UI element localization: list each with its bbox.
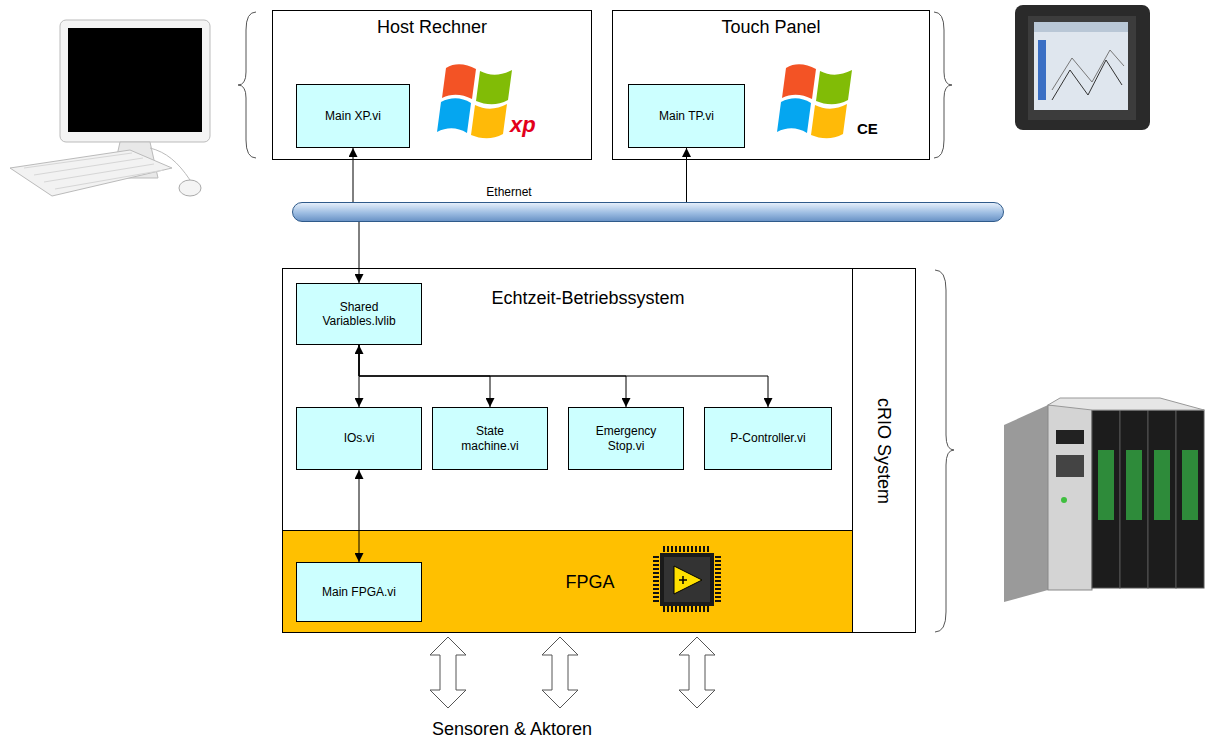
caption-label: Sensoren & Aktoren xyxy=(432,719,592,740)
heading-label: Ethernet xyxy=(486,185,531,199)
connector-arrow xyxy=(359,345,490,407)
computer-illustration xyxy=(10,20,210,196)
connector-arrow xyxy=(353,148,354,202)
connector-arrow xyxy=(359,345,360,407)
windows-xp-logo xyxy=(437,64,512,138)
process-box: State machine.vi xyxy=(432,407,548,470)
heading-label: FPGA xyxy=(565,572,614,593)
box-label: Shared Variables.lvlib xyxy=(311,300,407,329)
network-bus: Ethernet xyxy=(292,202,1004,222)
crio-hardware-illustration xyxy=(1004,398,1204,602)
windows-ce-logo xyxy=(777,64,852,138)
heading-label: Host Rechner xyxy=(273,17,591,38)
box-label: Main FPGA.vi xyxy=(322,585,396,599)
group-box: Host RechnerMain XP.vi xyxy=(272,10,592,160)
brace xyxy=(934,12,952,158)
fpga-fill xyxy=(283,530,852,632)
io-double-arrow xyxy=(679,637,715,708)
divider-line xyxy=(852,268,853,633)
process-box: Shared Variables.lvlib xyxy=(296,283,422,345)
connector-arrow xyxy=(359,222,360,283)
connector-arrow xyxy=(359,345,768,407)
system-box: cRIO System Echtzeit-BetriebssystemShared… xyxy=(282,268,916,633)
logo-text: CE xyxy=(857,120,878,137)
logo-text: xp xyxy=(510,112,536,138)
process-box: IOs.vi xyxy=(296,407,422,470)
box-label: State machine.vi xyxy=(454,424,526,453)
box-label: Main XP.vi xyxy=(325,109,381,123)
box-label: Emergency Stop.vi xyxy=(590,424,662,453)
process-box: P-Controller.vi xyxy=(704,407,832,470)
io-double-arrow xyxy=(430,637,466,708)
brace xyxy=(935,270,954,632)
io-double-arrow xyxy=(542,637,578,708)
process-box: Main TP.vi xyxy=(628,84,745,148)
divider-line xyxy=(282,530,852,531)
heading-label: Echtzeit-Betriebssystem xyxy=(491,288,684,309)
heading-label: cRIO System xyxy=(873,398,894,504)
heading-label: Touch Panel xyxy=(613,17,929,38)
process-box: Emergency Stop.vi xyxy=(568,407,684,470)
box-label: Main TP.vi xyxy=(659,109,714,123)
box-label: P-Controller.vi xyxy=(730,431,805,445)
box-label: IOs.vi xyxy=(344,431,375,445)
connector-arrow xyxy=(359,345,626,407)
brace xyxy=(238,12,256,158)
group-box: Touch PanelMain TP.vi xyxy=(612,10,930,160)
logo-text: CE xyxy=(857,120,878,137)
process-box: Main FPGA.vi xyxy=(296,562,422,622)
process-box: Main XP.vi xyxy=(296,84,410,148)
caption-label: Sensoren & Aktoren xyxy=(432,719,592,740)
os-region: Echtzeit-BetriebssystemShared Variables.… xyxy=(282,268,852,530)
connector-arrow xyxy=(686,148,687,202)
fpga-region: FPGA Main FPGA.vi xyxy=(282,530,852,633)
chip-icon xyxy=(656,549,718,609)
logo-text: xp xyxy=(510,112,536,138)
connector-arrow xyxy=(359,470,360,562)
touch-panel-illustration xyxy=(1015,5,1150,130)
